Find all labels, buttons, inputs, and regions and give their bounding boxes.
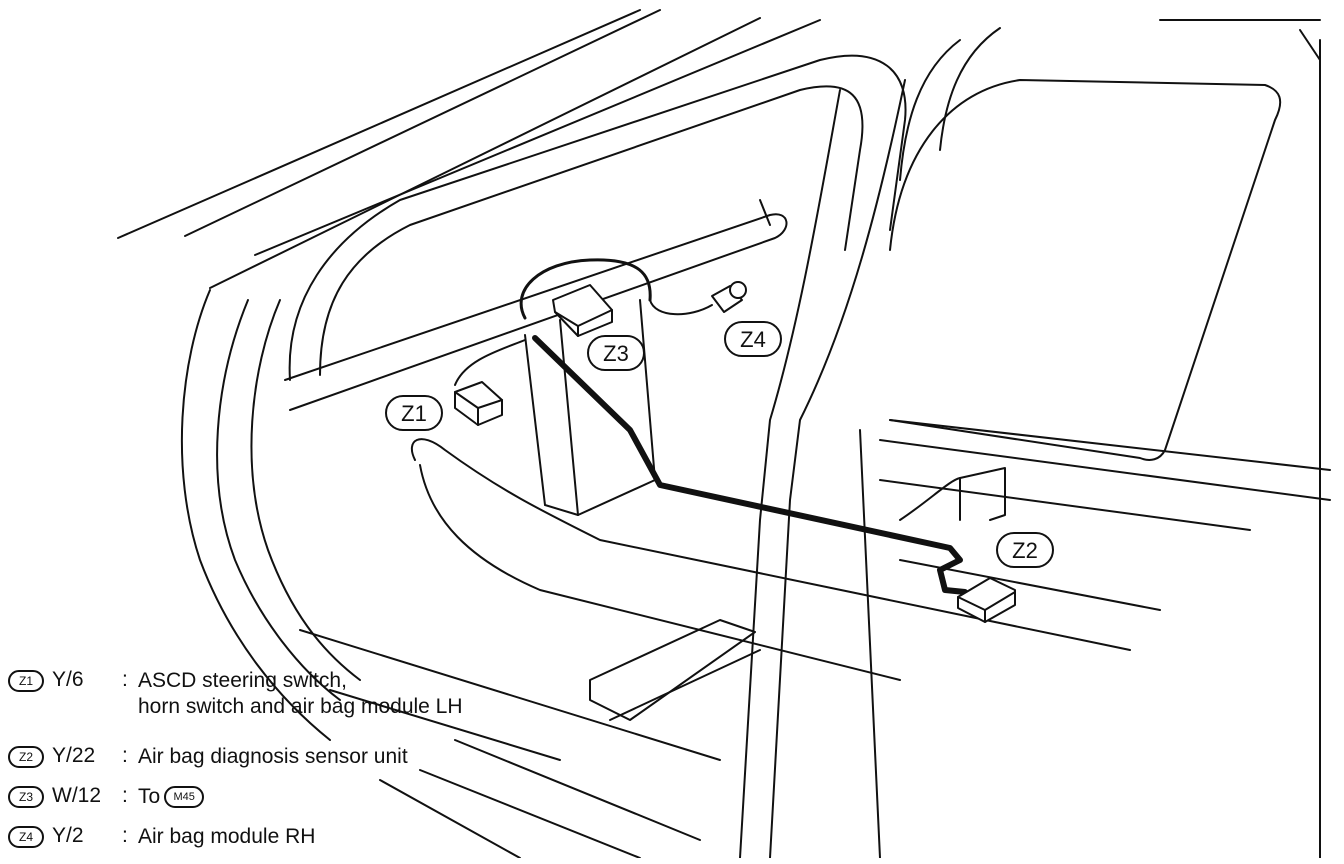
separator: : — [122, 784, 128, 807]
description-line: ASCD steering switch, — [138, 669, 347, 692]
wiring-harness — [454, 258, 968, 595]
legend-description: ASCD steering switch, horn switch and ai… — [138, 668, 463, 720]
description-line: Air bag module RH — [138, 825, 316, 848]
callout-z3: Z3 — [587, 335, 645, 371]
description-line: Air bag diagnosis sensor unit — [138, 745, 408, 768]
legend-row-z2: Z2 Y/22 : Air bag diagnosis sensor unit — [8, 744, 568, 784]
connector-z1 — [454, 381, 503, 426]
connector-z4 — [711, 281, 747, 313]
legend-badge: Z4 — [8, 826, 44, 848]
legend-badge: Z3 — [8, 786, 44, 808]
separator: : — [122, 744, 128, 767]
legend-row-z1: Z1 Y/6 : ASCD steering switch, horn swit… — [8, 668, 568, 744]
legend-row-z4: Z4 Y/2 : Air bag module RH — [8, 824, 568, 864]
legend-badge: Z2 — [8, 746, 44, 768]
description-line: horn switch and air bag module LH — [138, 695, 463, 718]
legend-description: Air bag module RH — [138, 824, 315, 850]
svg-text:Z3: Z3 — [603, 341, 629, 366]
connector-z3 — [552, 284, 613, 337]
svg-text:Z1: Z1 — [401, 401, 427, 426]
description-line: To — [138, 785, 161, 808]
callout-z1: Z1 — [385, 395, 443, 431]
wire-code: Y/6 — [52, 668, 84, 691]
connector-z2 — [957, 577, 1016, 623]
body-outline — [117, 9, 1331, 858]
separator: : — [122, 668, 128, 691]
reference-badge: M45 — [164, 786, 205, 809]
separator: : — [122, 824, 128, 847]
wire-code: W/12 — [52, 784, 102, 807]
wire-code: Y/22 — [52, 744, 96, 767]
svg-text:Z4: Z4 — [740, 327, 766, 352]
wire-code: Y/2 — [52, 824, 84, 847]
legend-badge: Z1 — [8, 670, 44, 692]
connector-legend: Z1 Y/6 : ASCD steering switch, horn swit… — [8, 668, 568, 864]
callout-z4: Z4 — [724, 321, 782, 357]
callout-z2: Z2 — [996, 532, 1054, 568]
legend-description: Air bag diagnosis sensor unit — [138, 744, 408, 770]
svg-text:Z2: Z2 — [1012, 538, 1038, 563]
